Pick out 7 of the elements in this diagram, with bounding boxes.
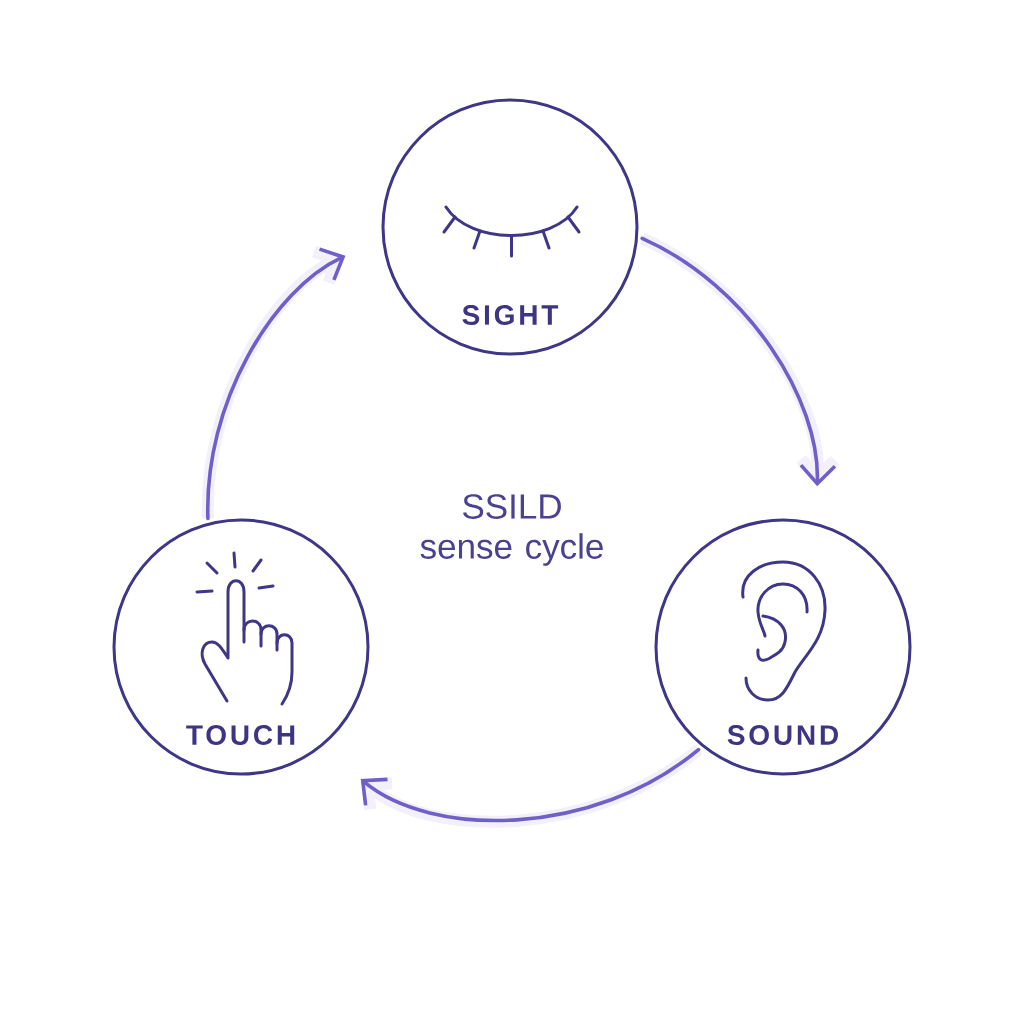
circle-node: SOUND bbox=[654, 518, 912, 776]
center-title: SSILD sense cycle bbox=[420, 494, 603, 566]
circle-node: TOUCH bbox=[112, 518, 370, 776]
curved-arrow bbox=[639, 232, 840, 487]
curved-arrow bbox=[360, 744, 703, 828]
curved-arrow bbox=[201, 246, 346, 521]
circle-node: SIGHT bbox=[381, 98, 639, 356]
